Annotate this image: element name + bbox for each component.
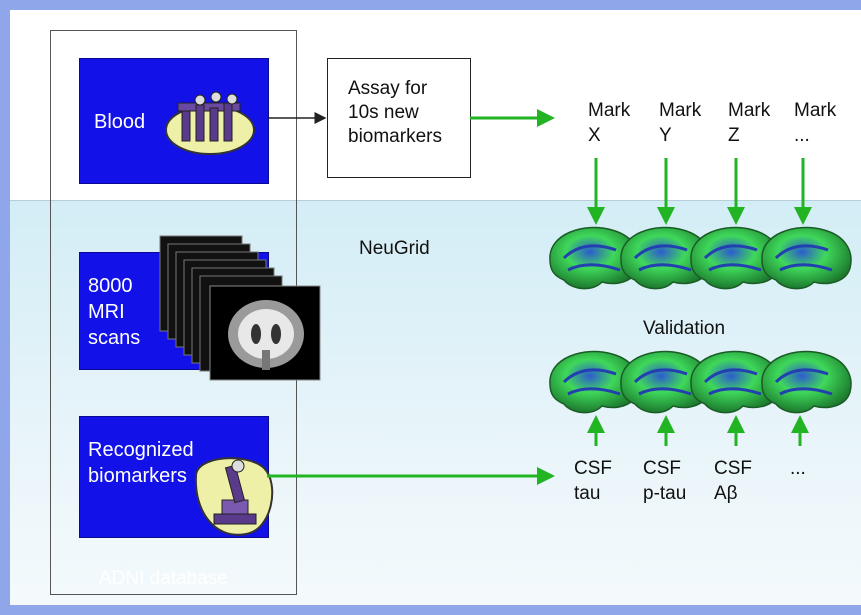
assay-line-2: 10s new	[348, 102, 419, 123]
mri-scans-label: scans	[88, 327, 141, 349]
assay-line-3: biomarkers	[348, 126, 442, 147]
brain-map-icon	[761, 226, 852, 290]
brain-map-icon	[690, 350, 781, 414]
test-tubes-icon	[165, 91, 255, 155]
brain-map-icon	[549, 350, 640, 414]
brain-map-icon	[690, 226, 781, 290]
bottom-frame-strip	[0, 605, 861, 615]
mri-count: 8000	[88, 275, 133, 297]
biomarkers-label: biomarkers	[88, 465, 187, 487]
assay-line-1: Assay for	[348, 78, 428, 99]
mark-more-label: Mark...	[794, 100, 837, 146]
adni-database-label: ADNI database	[99, 568, 228, 589]
brain-map-icon	[549, 226, 640, 290]
brain-map-bottom-row	[549, 350, 852, 414]
brain-map-top-row	[549, 226, 852, 290]
recognized-label: Recognized	[88, 439, 194, 461]
assay-box: Assay for 10s new biomarkers	[327, 58, 471, 178]
brain-map-icon	[761, 350, 852, 414]
csf-more-label: ...	[790, 458, 806, 479]
brain-map-icon	[620, 226, 711, 290]
blood-label: Blood	[94, 111, 146, 133]
microscope-icon	[194, 457, 274, 536]
brain-map-icon	[620, 350, 711, 414]
validation-label: Validation	[643, 318, 726, 339]
neugrid-label: NeuGrid	[359, 238, 430, 259]
mri-label: MRI	[88, 301, 125, 323]
mri-scan-stack-icon	[159, 235, 321, 381]
